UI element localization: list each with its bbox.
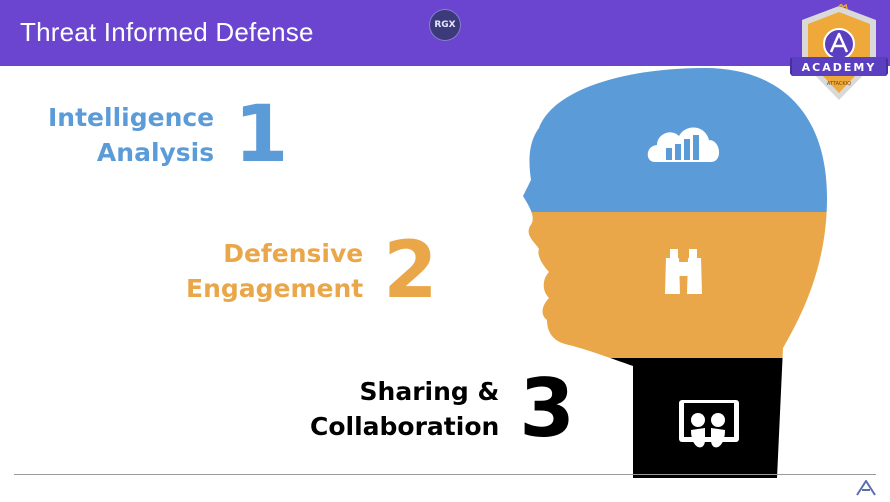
footer-divider — [14, 474, 876, 475]
slide-title: Threat Informed Defense — [20, 17, 314, 47]
step-label: Defensive Engagement — [186, 236, 363, 306]
step-defensive-engagement: Defensive Engagement 2 — [186, 232, 438, 310]
step-intelligence-analysis: Intelligence Analysis 1 — [48, 96, 288, 174]
step-label-line2: Collaboration — [310, 412, 500, 441]
step-number: 1 — [234, 90, 289, 180]
presenter-badge[interactable]: RGX — [429, 9, 461, 41]
step-label-line1: Defensive — [223, 239, 364, 268]
step-label-line1: Sharing & — [359, 377, 500, 406]
academy-logo: ACADEMY ATTACKIQ — [790, 4, 888, 104]
footer-logo-icon — [856, 480, 876, 496]
step-label: Intelligence Analysis — [48, 100, 214, 170]
step-sharing-collaboration: Sharing & Collaboration 3 — [310, 362, 575, 455]
step-number: 2 — [383, 226, 438, 316]
head-silhouette-graphic — [515, 66, 835, 478]
step-number: 3 — [519, 362, 575, 455]
head-band-black — [523, 358, 827, 478]
slideshare-icon — [679, 400, 739, 448]
step-label-line1: Intelligence — [48, 103, 215, 132]
logo-subtext: ATTACKIQ — [827, 81, 851, 87]
cloud-chart-icon — [647, 127, 720, 162]
logo-ribbon — [792, 57, 886, 76]
binoculars-icon — [665, 249, 702, 294]
step-label-line2: Engagement — [186, 274, 364, 303]
step-label: Sharing & Collaboration — [310, 374, 499, 444]
step-label-line2: Analysis — [96, 138, 215, 167]
logo-text: ACADEMY — [802, 61, 877, 74]
